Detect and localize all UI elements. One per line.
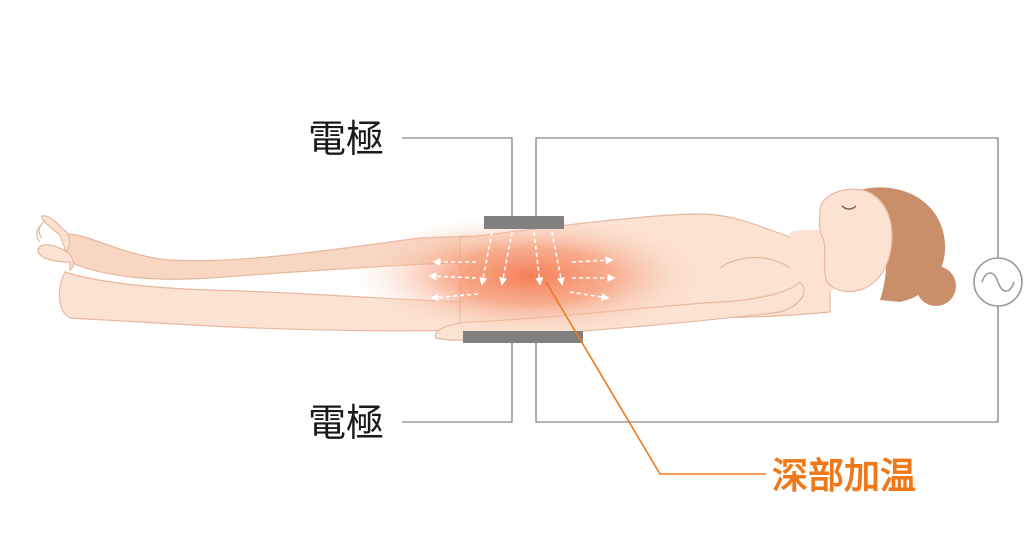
top-electrode-plate xyxy=(484,216,564,229)
electrode-top-label: 電極 xyxy=(308,117,384,161)
field-arrow xyxy=(428,272,477,281)
ac-power-source-icon xyxy=(973,257,1023,307)
near-leg xyxy=(58,271,471,332)
shoulder-contour xyxy=(719,257,791,269)
bottom-circuit-wire xyxy=(535,306,999,423)
electric-field-arrows xyxy=(428,231,616,302)
face xyxy=(818,188,893,293)
head xyxy=(818,187,956,306)
top-electrode-wire xyxy=(402,137,513,218)
field-arrow xyxy=(551,231,565,286)
closed-eye xyxy=(841,205,857,210)
heat-zone xyxy=(350,214,710,338)
deep-heating-label: 深部加温 xyxy=(772,456,916,497)
far-foot xyxy=(41,215,71,254)
electrode-bottom-label: 電極 xyxy=(308,401,384,445)
bottom-electrode-plate xyxy=(463,331,583,343)
near-foot xyxy=(37,244,74,272)
deep-heating-callout-line xyxy=(545,281,766,475)
hair-bun xyxy=(916,266,956,306)
toes xyxy=(36,221,45,243)
circuit-wiring xyxy=(402,137,999,423)
field-arrow xyxy=(499,231,513,286)
field-arrow xyxy=(533,231,544,286)
top-circuit-wire xyxy=(535,137,999,258)
field-arrow xyxy=(430,293,479,302)
field-arrow xyxy=(479,231,493,286)
bottom-electrode-wire xyxy=(402,342,513,423)
